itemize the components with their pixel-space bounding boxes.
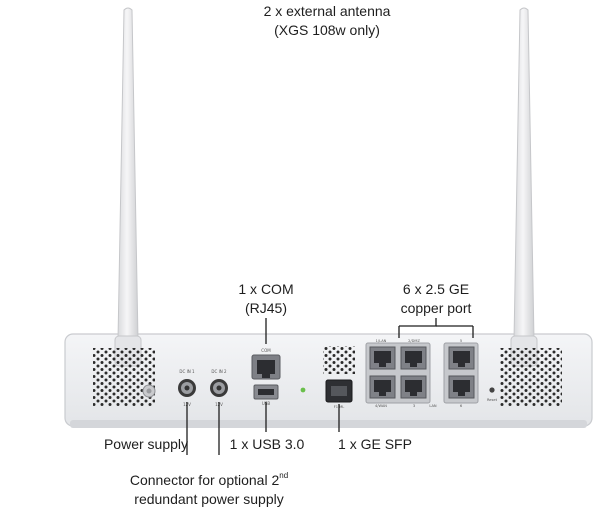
usb-label: 1 x USB 3.0 [229, 436, 305, 452]
port-3-marking: 3 [413, 404, 415, 408]
port-6-marking: 6 [460, 404, 463, 408]
screw-icon [142, 384, 156, 398]
power-supply-label: Power supply [103, 436, 189, 452]
dc-in-2-marking: DC IN 2 [211, 369, 227, 374]
dc-in-1-connector: DC IN 1 12V [178, 369, 196, 407]
port-5-marking: 5 [460, 339, 462, 343]
redundant-power-label-text: Connector for optional 2 [129, 472, 280, 488]
port-2-marking: 2/DMZ [408, 339, 420, 343]
status-led [300, 387, 306, 393]
left-antenna [114, 7, 142, 367]
com-port: COM [251, 348, 281, 380]
ge-copper-label-line1: 6 x 2.5 GE [402, 281, 470, 297]
dc-in-1-marking: DC IN 1 [179, 369, 195, 374]
device-bottom-edge [70, 420, 587, 428]
redundant-power-label-line2: redundant power supply [134, 491, 284, 507]
ethernet-port-pair: 5 6 [443, 339, 479, 408]
lan-marking: LAN [429, 404, 437, 408]
reset-marking: Reset [487, 398, 498, 402]
port-1-marking: 1/LAN [376, 339, 387, 343]
antenna-label-line1: 2 x external antenna [263, 3, 391, 19]
redundant-power-label-line1: Connector for optional 2nd [114, 471, 304, 490]
redundant-power-label-sup: nd [279, 471, 289, 480]
ge-copper-label: 6 x 2.5 GE copper port [376, 280, 496, 318]
ethernet-port-block: 1/LAN 2/DMZ 4/WAN 3 LAN [365, 339, 437, 408]
com-marking: COM [261, 348, 271, 353]
com-label-line1: 1 x COM [238, 281, 294, 297]
left-vent [93, 348, 155, 406]
antenna-label: 2 x external antenna (XGS 108w only) [242, 2, 412, 40]
port-4-marking: 4/WAN [375, 404, 387, 408]
sfp-label: 1 x GE SFP [338, 436, 412, 452]
redundant-power-label: Connector for optional 2nd redundant pow… [114, 471, 304, 509]
right-vent [500, 348, 562, 406]
com-label: 1 x COM (RJ45) [206, 280, 326, 318]
ge-copper-label-line2: copper port [400, 300, 472, 316]
sfp-port: F1 ML [325, 379, 353, 409]
leader-lines [186, 318, 474, 455]
com-label-line2: (RJ45) [244, 300, 287, 316]
center-vent [323, 346, 355, 374]
antenna-label-line2: (XGS 108w only) [274, 22, 380, 38]
right-antenna [510, 7, 538, 367]
reset-button: Reset [487, 387, 498, 402]
